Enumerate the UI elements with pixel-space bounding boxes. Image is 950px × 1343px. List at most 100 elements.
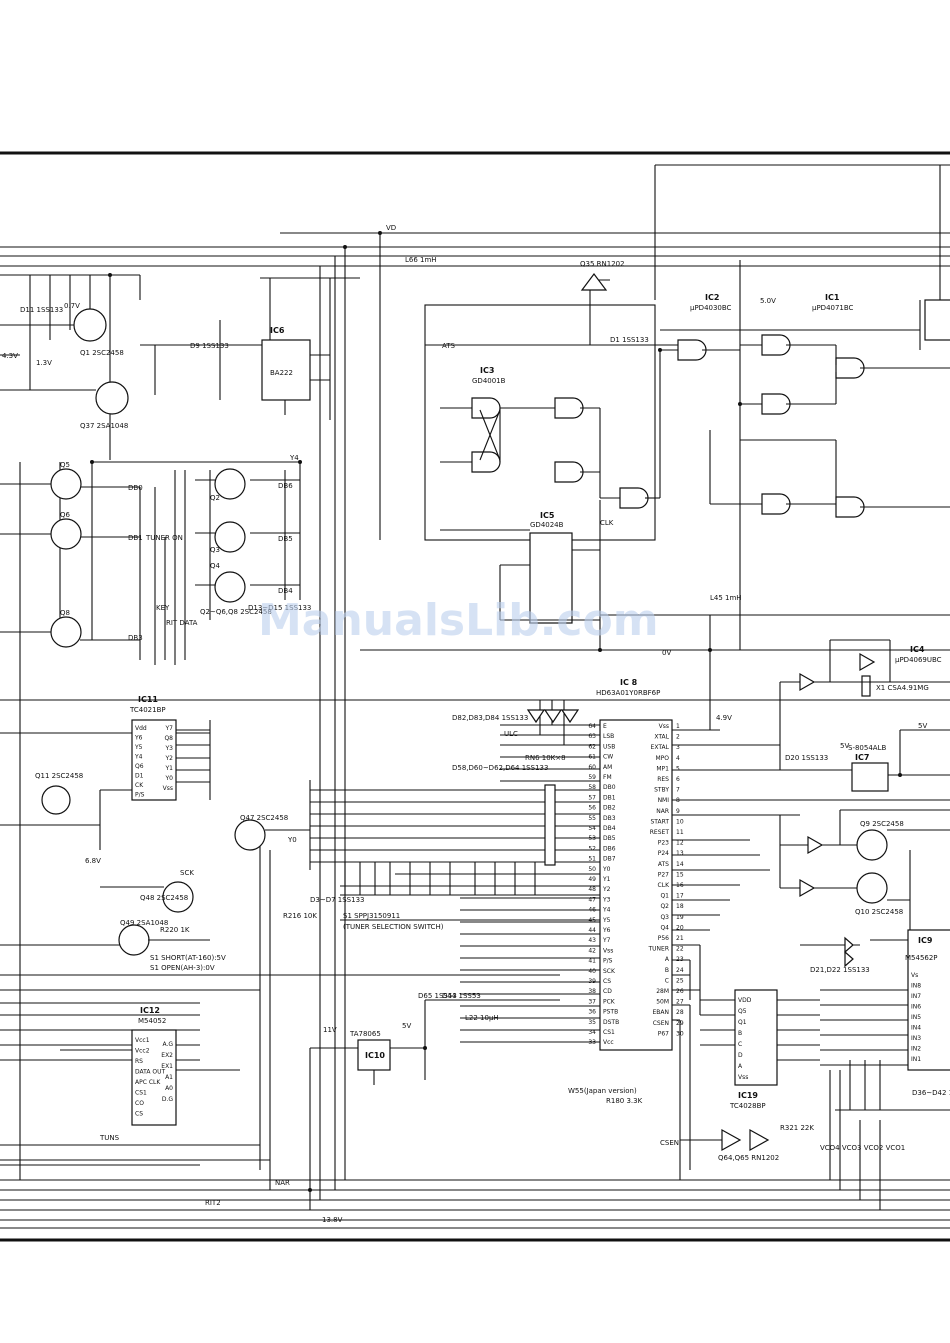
ic10-ref: IC10	[365, 1051, 385, 1060]
ic8-pin-label: 28M	[656, 988, 669, 995]
ic8-pin-number: 62	[588, 743, 596, 750]
q6-label: Q6	[60, 511, 71, 519]
ic11-ref: IC11	[138, 695, 158, 704]
ic8-pin-label: DB5	[603, 835, 616, 842]
s1-open: S1 OPEN(AH-3):0V	[150, 964, 215, 972]
ic8-pin-label: Vss	[603, 947, 613, 954]
ic8-pin-number: 53	[588, 835, 596, 842]
rail-4v3: 4.3V	[2, 352, 18, 360]
ic8-pin-number: 43	[588, 937, 596, 944]
ic8-pin-label: PSTB	[603, 1009, 618, 1016]
ic8-pin-number: 10	[676, 818, 684, 825]
ic8-pin-label: STBY	[654, 787, 669, 794]
ic8-pin-number: 34	[588, 1029, 596, 1036]
q35-label: Q35 RN1202	[580, 260, 625, 268]
ic11-part: TC4021BP	[129, 706, 166, 714]
ic8-pin-number: 54	[588, 825, 596, 832]
d65-label: D65 1SS53	[418, 992, 457, 1000]
ic11-pin-label: Vss	[163, 785, 173, 792]
ic9-pin-label: IN4	[911, 1025, 921, 1032]
ic12-pin-label: RS	[135, 1058, 143, 1065]
ic8-pin-number: 21	[676, 935, 684, 942]
ic8-pin-label: RES	[657, 776, 669, 783]
ic12-pin-label: Vcc2	[135, 1048, 150, 1055]
diode-matrix	[340, 862, 600, 921]
ic19-pin-label: A	[738, 1063, 743, 1070]
q64-label: Q64,Q65 RN1202	[718, 1154, 779, 1162]
x1-label: X1 CSA4.91MG	[876, 684, 929, 692]
rail-1v3: 1.3V	[36, 359, 52, 367]
ic8-pin-label: XTAL	[654, 734, 669, 741]
ic12-pin-label: D.G	[162, 1096, 174, 1103]
ic8-ref: IC 8	[620, 678, 638, 687]
ic12-pin-label: APC CLK	[135, 1079, 161, 1086]
rail-5v: 5.0V	[760, 297, 776, 305]
ic8-pin-label: MPO	[655, 755, 669, 762]
ic8-pin-number: 11	[676, 829, 684, 836]
ic8-pin-label: USB	[603, 743, 615, 750]
ic8-pin-label: AM	[603, 764, 612, 771]
ic11-pin-label: CK	[135, 782, 144, 789]
ic9-part: M54562P	[905, 954, 938, 962]
ic11-pin-label: Y3	[165, 745, 174, 752]
ic8-pin-number: 25	[676, 977, 684, 984]
ic8-pin-labels: E64LSB63USB62CW61AM60FM59DB058DB157DB256…	[588, 723, 683, 1046]
w55-label: W55(Japan version)	[568, 1087, 637, 1095]
ic8-pin-label: DB6	[603, 845, 616, 852]
ic8-pin-number: 1	[676, 723, 680, 730]
ic8-pin-number: 4	[676, 755, 680, 762]
ic10-regulator	[309, 999, 560, 1210]
ic8-pin-label: Q1	[660, 893, 669, 900]
ic9-pin-label: IN8	[911, 983, 921, 990]
ic8-pin-label: P/S	[603, 958, 613, 965]
clk-label: CLK	[600, 519, 614, 527]
ic12-pin-label: EX1	[161, 1063, 173, 1070]
ic11-pin-label: Vdd	[135, 725, 147, 732]
r180-label: R180 3.3K	[606, 1097, 643, 1105]
ic8-pin-label: NAR	[656, 808, 669, 815]
ic8-pin-label: Y1	[602, 876, 611, 883]
l66-label: L66 1mH	[405, 256, 437, 264]
ic11-pin-label: P/S	[135, 792, 145, 799]
ic8-pin-label: C	[665, 977, 669, 984]
q49-label: Q49 2SA1048	[120, 919, 168, 927]
ic11-pin-label: Y4	[134, 754, 143, 761]
ic8-pin-label: Q2	[660, 903, 669, 910]
ic8-pin-label: DSTB	[603, 1019, 619, 1026]
ic12-ref: IC12	[140, 1006, 160, 1015]
ic8-pin-number: 24	[676, 967, 684, 974]
q2-label: Q2	[210, 494, 220, 502]
ic8-pin-label: P27	[658, 871, 669, 878]
ic19-part: TC4028BP	[729, 1102, 766, 1110]
rail-13v8: 13.8V	[322, 1216, 343, 1224]
rail-vd: VD	[386, 224, 396, 232]
tuns-label: TUNS	[99, 1134, 120, 1142]
ic2-ref: IC2	[705, 293, 719, 302]
ic8-pin-number: 19	[676, 914, 684, 921]
ic8-pin-label: TUNER	[647, 946, 669, 953]
ic8-pin-label: CW	[603, 754, 613, 761]
v5-ic7: 5V	[840, 742, 849, 750]
ic8-pin-number: 36	[588, 1009, 596, 1016]
ic8-pin-label: B	[665, 967, 669, 974]
ic8-pin-number: 40	[588, 968, 596, 975]
ic8-pin-number: 6	[676, 776, 680, 783]
ic8-pin-number: 13	[676, 850, 684, 857]
ic8-pin-label: CLK	[658, 882, 671, 889]
ic12-pin-label: DATA OUT	[135, 1069, 165, 1076]
ats-label: ATS	[442, 342, 456, 350]
ic7-ref: IC7	[855, 753, 869, 762]
ic8-pin-number: 38	[588, 988, 596, 995]
ic11-pin-label: D1	[135, 773, 144, 780]
l22-label: L22 10µH	[465, 1014, 499, 1022]
ic8-pin-label: FM	[603, 774, 612, 781]
ic8-pin-label: 50M	[656, 999, 669, 1006]
ic8-mcu	[599, 719, 673, 1051]
l45-label: L45 1mH	[710, 594, 742, 602]
ic8-pin-label: Y6	[602, 927, 611, 934]
ic8-pin-label: MP1	[656, 765, 669, 772]
ic11-pin-label: Y2	[165, 755, 174, 762]
rit2-label: RIT2	[205, 1199, 221, 1207]
ic8-pin-number: 59	[588, 774, 596, 781]
